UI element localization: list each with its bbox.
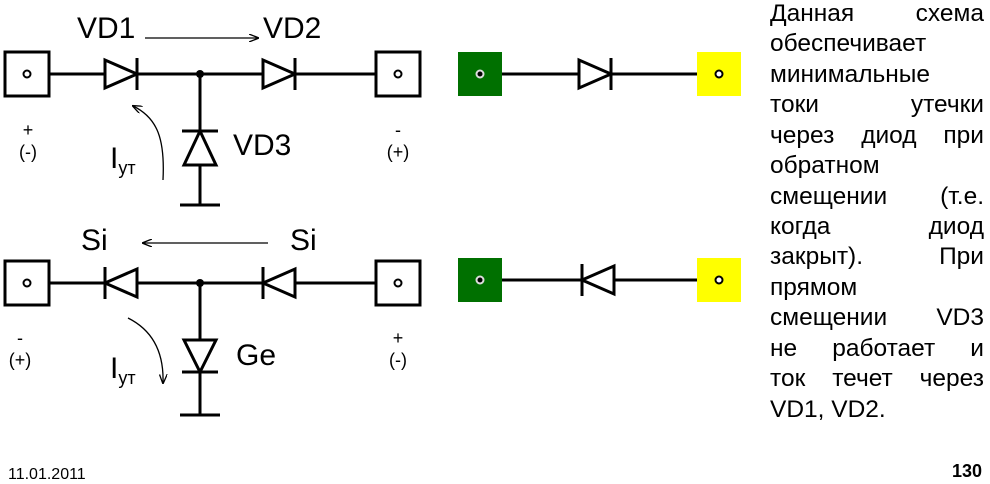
description-line: когда диод — [770, 213, 984, 240]
equivalent-bottom — [458, 258, 741, 302]
description-line: прямом — [770, 274, 858, 301]
description-line: ток течет через — [770, 365, 984, 392]
footer-date: 11.01.2011 — [8, 466, 86, 483]
bottom-leakage-current-label: Iут — [110, 352, 136, 388]
vd3-diode-symbol — [181, 127, 219, 167]
top-left-terminal-alt-sign: (-) — [19, 142, 37, 162]
top-circuit — [3, 50, 422, 207]
top-junction-dot — [196, 70, 204, 78]
description-line: обеспечивает — [770, 30, 927, 57]
description-line: обратном — [770, 152, 880, 179]
bottom-circuit — [3, 259, 422, 417]
top-right-terminal-alt-sign: (+) — [386, 142, 410, 162]
bottom-left-terminal-sign: - — [17, 328, 23, 348]
top-leakage-subscript: ут — [118, 158, 136, 178]
bottom-leakage-symbol: I — [110, 352, 119, 385]
bottom-left-terminal — [3, 259, 51, 307]
vd2-label: VD2 — [263, 12, 322, 45]
top-leakage-symbol: I — [110, 142, 119, 175]
description-line: минимальные — [770, 61, 931, 88]
vd1-diode-symbol — [103, 57, 141, 91]
si-left-label: Si — [81, 224, 108, 257]
bottom-right-terminal — [374, 259, 422, 307]
description-line: смещении VD3 — [770, 304, 984, 331]
description-line: Данная схема — [770, 0, 984, 27]
top-leakage-current-label: Iут — [110, 142, 136, 178]
description-line: закрыт). При — [770, 243, 984, 270]
vd3-label: VD3 — [233, 129, 292, 162]
top-right-terminal-sign: - — [395, 120, 401, 140]
bottom-junction-dot — [196, 279, 204, 287]
description-line: через диод при — [770, 122, 984, 149]
equivalent-top — [458, 52, 741, 96]
description-line: смещении (т.е. — [770, 183, 984, 210]
top-left-terminal — [3, 50, 51, 98]
description-line: VD1, VD2. — [770, 396, 886, 423]
bottom-leakage-subscript: ут — [118, 368, 136, 388]
ge-label: Ge — [236, 339, 277, 372]
bottom-right-terminal-alt-sign: (-) — [389, 350, 407, 370]
vd2-diode-symbol — [261, 57, 299, 91]
description-line: не работает и — [770, 335, 984, 362]
si-right-diode-symbol — [259, 266, 297, 300]
vd1-label: VD1 — [77, 12, 136, 45]
top-left-terminal-sign: + — [22, 120, 34, 140]
page-number: 130 — [952, 461, 983, 481]
equivalent-top-diode-symbol — [577, 57, 615, 91]
top-right-terminal — [374, 50, 422, 98]
si-right-label: Si — [290, 224, 317, 257]
equivalent-bottom-diode-symbol — [578, 263, 616, 297]
top-leakage-arrow — [133, 106, 164, 181]
description-line: токи утечки — [770, 91, 984, 118]
bottom-right-terminal-sign: + — [392, 328, 404, 348]
ge-diode-symbol — [181, 338, 219, 376]
bottom-left-terminal-alt-sign: (+) — [8, 350, 32, 370]
bottom-leakage-arrow — [127, 317, 163, 383]
si-left-diode-symbol — [101, 266, 139, 300]
